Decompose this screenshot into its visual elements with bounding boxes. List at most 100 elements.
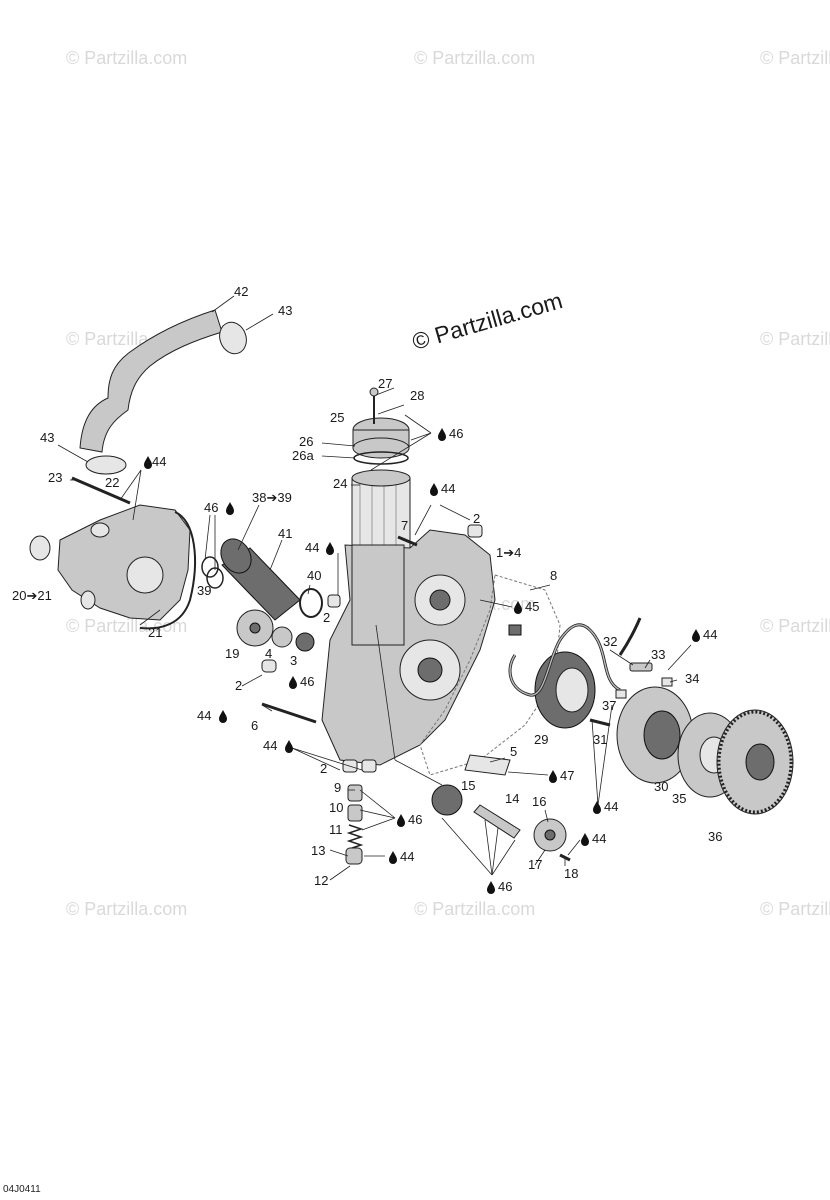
callout-44: 44 <box>152 454 166 469</box>
cover-boss-inner <box>417 657 443 683</box>
callout-27: 27 <box>378 376 392 391</box>
callout-20-to-21: 20➔21 <box>12 588 52 603</box>
cup <box>345 847 363 865</box>
callout-44: 44 <box>441 481 455 496</box>
cover-boss-inner <box>429 589 451 611</box>
callout-11: 11 <box>329 822 343 837</box>
seal-ring <box>299 588 323 618</box>
o-ring <box>201 556 219 578</box>
callout-46: 46 <box>408 812 422 827</box>
drop-icon <box>487 881 495 894</box>
watermark: © Partzilla.com <box>66 899 187 919</box>
pump-outlet <box>90 522 110 538</box>
callout-44: 44 <box>197 708 211 723</box>
callout-14: 14 <box>505 791 519 806</box>
connector <box>508 624 522 636</box>
callout-24: 24 <box>333 476 347 491</box>
pump-outlet <box>29 535 51 561</box>
gasket-plate <box>464 754 511 776</box>
bolt <box>71 476 131 505</box>
hose-clamp <box>85 455 127 475</box>
sensor-wire <box>618 617 642 656</box>
watermark: © Partzilla.com <box>414 899 535 919</box>
drop-icon <box>581 833 589 846</box>
drop-icon <box>438 428 446 441</box>
stud <box>397 535 418 547</box>
callout-43: 43 <box>40 430 54 445</box>
piston <box>347 784 363 802</box>
callout-46: 46 <box>204 500 218 515</box>
callout-38-to-39: 38➔39 <box>252 490 292 505</box>
drop-icon <box>226 502 234 515</box>
cover-neck <box>351 544 405 646</box>
watermark: © Partzilla.com <box>66 616 187 636</box>
callout-44: 44 <box>263 738 277 753</box>
callout-15: 15 <box>461 778 475 793</box>
figure-code: 04J0411 <box>3 1184 41 1195</box>
seal <box>295 632 315 652</box>
watermark-main: © Partzilla.com <box>409 287 565 355</box>
watermark: © Partzilla.com <box>66 48 187 68</box>
callout-42: 42 <box>234 284 248 299</box>
callout-32: 32 <box>603 634 617 649</box>
gear <box>271 626 293 648</box>
ring-gear-teeth <box>717 710 793 814</box>
callout-35: 35 <box>672 791 686 806</box>
callout-43: 43 <box>278 303 292 318</box>
rotor-inner <box>643 710 681 760</box>
callout-44: 44 <box>592 831 606 846</box>
drop-icon <box>430 483 438 496</box>
plug <box>467 524 483 538</box>
callout-46: 46 <box>300 674 314 689</box>
ring-gear-inner <box>745 743 775 781</box>
pump-shaft-end <box>220 538 252 574</box>
drop-icon <box>144 456 152 469</box>
drop-icon <box>219 710 227 723</box>
callout-44: 44 <box>305 540 319 555</box>
callout-21: 21 <box>148 625 162 640</box>
drop-icon <box>692 629 700 642</box>
callout-5: 5 <box>510 744 517 759</box>
callout-labels: 42 43 43 23 22 44 20➔21 21 46 39 38➔39 4… <box>12 284 722 894</box>
callout-44: 44 <box>400 849 414 864</box>
callout-4: 4 <box>265 646 272 661</box>
callout-6: 6 <box>251 718 258 733</box>
callout-45: 45 <box>525 599 539 614</box>
callout-36: 36 <box>708 829 722 844</box>
callout-39: 39 <box>197 583 211 598</box>
drop-icon <box>289 676 297 689</box>
drop-icon <box>549 770 557 783</box>
callout-10: 10 <box>329 800 343 815</box>
callout-41: 41 <box>278 526 292 541</box>
drop-icon <box>514 601 522 614</box>
bolt <box>661 677 673 687</box>
callout-2: 2 <box>473 511 480 526</box>
callout-34: 34 <box>685 671 699 686</box>
oil-filter-element <box>351 477 411 549</box>
filter-cap <box>351 469 411 487</box>
cover-gasket <box>419 574 561 776</box>
callout-44: 44 <box>604 799 618 814</box>
bolt <box>261 702 317 724</box>
hose-clamp <box>219 321 247 355</box>
callout-33: 33 <box>651 647 665 662</box>
callout-23: 23 <box>48 470 62 485</box>
pump-bore <box>126 556 164 594</box>
watermark: © Partzilla.com <box>760 329 830 349</box>
callout-1-to-4: 1➔4 <box>496 545 521 560</box>
piston <box>347 804 363 822</box>
watermark: © Partzilla.com <box>760 616 830 636</box>
callout-26a: 26a <box>292 448 314 463</box>
callout-47: 47 <box>560 768 574 783</box>
water-pump-housing <box>57 504 191 621</box>
leader-lines <box>57 295 692 881</box>
callout-19: 19 <box>225 646 239 661</box>
callout-7: 7 <box>401 518 408 533</box>
callout-46: 46 <box>449 426 463 441</box>
callout-25: 25 <box>330 410 344 425</box>
drop-icon <box>389 851 397 864</box>
callout-46: 46 <box>498 879 512 894</box>
hose <box>79 309 223 453</box>
stator-ring <box>555 667 589 713</box>
